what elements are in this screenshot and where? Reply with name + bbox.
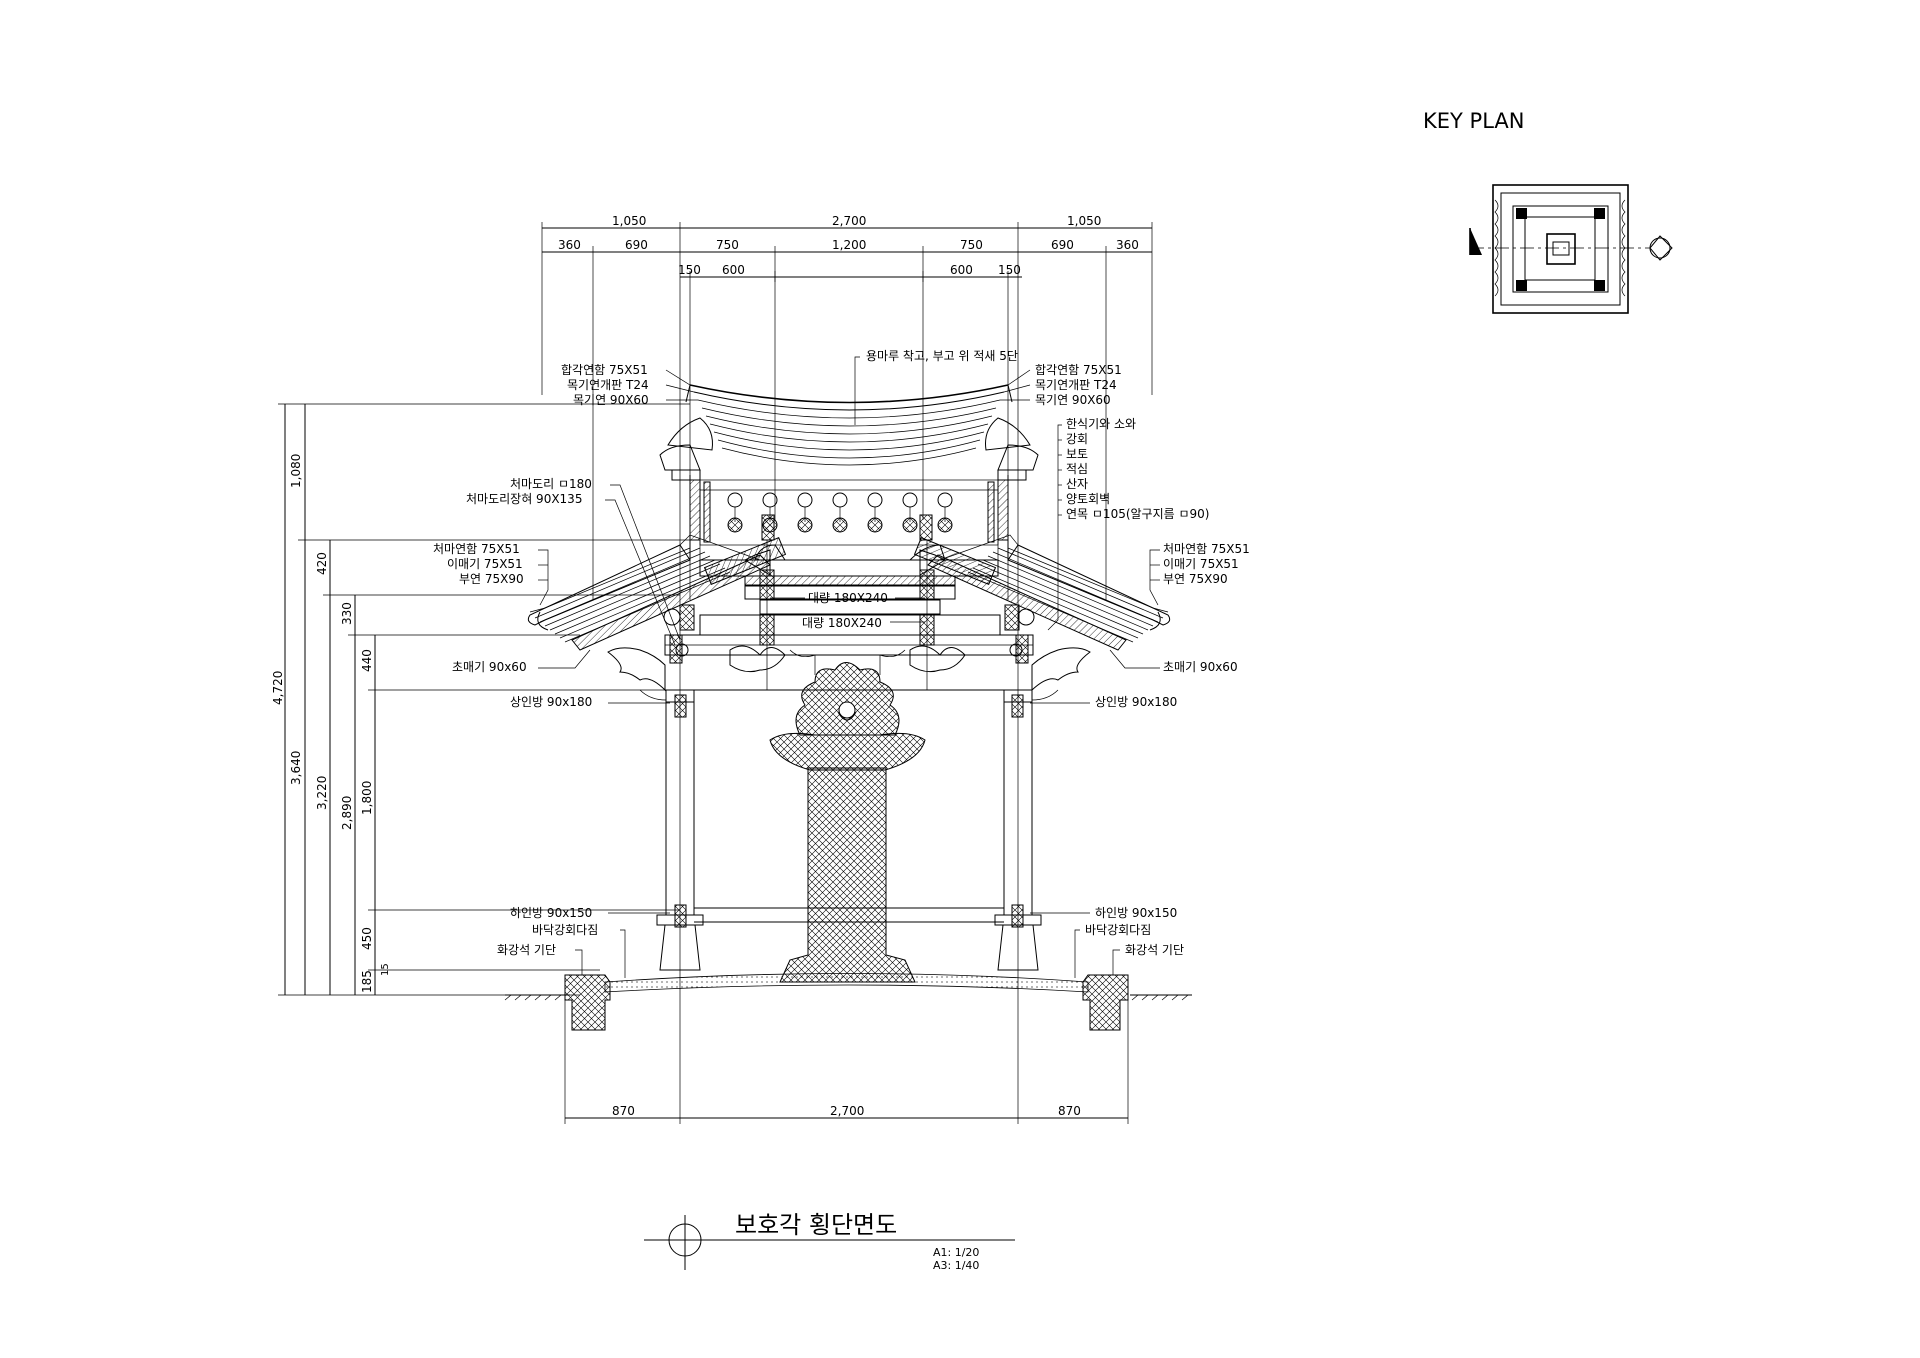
dim-left-3640: 3,640: [289, 751, 303, 785]
dim-top-750-right: 750: [960, 238, 983, 252]
dim-top-360-right: 360: [1116, 238, 1139, 252]
label-left-eave-3: 부연 75X90: [459, 572, 524, 586]
dim-top-600-right: 600: [950, 263, 973, 277]
dim-top-150-right: 150: [998, 263, 1021, 277]
label-layer-tile: 한식기와 소와: [1066, 417, 1136, 431]
label-right-eave-2: 이매기 75X51: [1163, 557, 1239, 571]
bell-monument: [769, 662, 926, 983]
label-left-eave-1: 처마연함 75X51: [433, 542, 520, 556]
dim-top-690-left: 690: [625, 238, 648, 252]
dim-left-450: 450: [360, 927, 374, 950]
label-right-base: 화강석 기단: [1125, 943, 1184, 957]
label-left-lower-tie: 하인방 90x150: [510, 906, 592, 920]
dim-top-360-left: 360: [558, 238, 581, 252]
annotations: 용마루 착고, 부고 위 적새 5단 합각연함 75X51 목기연개판 T24 …: [433, 349, 1250, 957]
dim-top-600-left: 600: [722, 263, 745, 277]
dim-left-1080: 1,080: [289, 454, 303, 488]
scale-a3: A3: 1/40: [933, 1259, 979, 1272]
label-left-bracket: 초매기 90x60: [452, 660, 527, 674]
key-plan: KEY PLAN: [1423, 109, 1673, 314]
dim-left-440: 440: [360, 649, 374, 672]
label-beam-upper: 대량 180X240: [808, 591, 888, 605]
label-right-upper-2: 목기연개판 T24: [1035, 378, 1117, 392]
label-layer-soil: 보토: [1066, 447, 1088, 461]
rafter-row: [699, 479, 999, 546]
label-layer-lath: 산자: [1066, 477, 1088, 491]
label-right-upper-3: 목기연 90X60: [1035, 393, 1111, 407]
dim-left-2890: 2,890: [340, 796, 354, 830]
dim-top-2700: 2,700: [832, 214, 866, 228]
dim-top-1200: 1,200: [832, 238, 866, 252]
dim-bottom-870-right: 870: [1058, 1104, 1081, 1118]
dim-bottom-2700: 2,700: [830, 1104, 864, 1118]
dim-left-3220: 3,220: [315, 776, 329, 810]
upper-roof: [659, 384, 1039, 541]
dim-bottom-870-left: 870: [612, 1104, 635, 1118]
label-right-eave-3: 부연 75X90: [1163, 572, 1228, 586]
label-layer-plaster: 양토회벽: [1066, 492, 1110, 506]
label-left-base: 화강석 기단: [497, 943, 556, 957]
label-right-bracket: 초매기 90x60: [1163, 660, 1238, 674]
dim-left-185: 185: [360, 970, 374, 993]
label-right-upper-tie: 상인방 90x180: [1095, 695, 1177, 709]
dim-top-1050-right: 1,050: [1067, 214, 1101, 228]
dim-top-690-right: 690: [1051, 238, 1074, 252]
label-left-eave-2: 이매기 75X51: [447, 557, 523, 571]
scale-a1: A1: 1/20: [933, 1246, 979, 1259]
dim-top-150-left: 150: [678, 263, 701, 277]
label-left-upper-2: 목기연개판 T24: [567, 378, 649, 392]
drawing-title: 보호각 횡단면도: [735, 1211, 897, 1239]
title-block: 보호각 횡단면도 A1: 1/20 A3: 1/40: [644, 1211, 1015, 1272]
dim-left-330: 330: [340, 602, 354, 625]
dim-top-750-left: 750: [716, 238, 739, 252]
ground-foundation: [504, 973, 1192, 1031]
dim-left-15: 15: [380, 963, 391, 976]
dim-left-1800: 1,800: [360, 781, 374, 815]
dim-left-4720: 4,720: [271, 671, 285, 705]
label-layer-rafter: 연목 ㅁ105(알구지름 ㅁ90): [1066, 507, 1210, 521]
left-dimensions: 4,720 1,080 3,640 420 3,220 330 2,890 44…: [271, 403, 690, 996]
dim-left-420: 420: [315, 552, 329, 575]
label-right-floor: 바닥강회다짐: [1085, 923, 1151, 937]
leader-lines: [538, 356, 1160, 978]
label-right-lower-tie: 하인방 90x150: [1095, 906, 1177, 920]
bottom-dimensions: 870 2,700 870: [564, 1000, 1129, 1124]
label-eave-purlin: 처마도리 ㅁ180: [510, 477, 592, 491]
top-dimensions: 1,050 2,700 1,050 360 690 750 1,200 750 …: [541, 214, 1153, 1000]
label-left-upper-1: 합각연함 75X51: [561, 363, 648, 377]
label-right-upper-1: 합각연함 75X51: [1035, 363, 1122, 377]
label-eave-purlin-support: 처마도리장혀 90X135: [466, 492, 582, 506]
key-plan-title: KEY PLAN: [1423, 109, 1524, 133]
label-left-floor: 바닥강회다짐: [532, 923, 598, 937]
label-layer-fill: 적심: [1066, 462, 1088, 476]
label-layer-lime: 강회: [1066, 432, 1088, 446]
dim-top-1050-left: 1,050: [612, 214, 646, 228]
label-left-upper-tie: 상인방 90x180: [510, 695, 592, 709]
label-ridge: 용마루 착고, 부고 위 적새 5단: [866, 349, 1018, 363]
label-beam-lower: 대량 180X240: [802, 616, 882, 630]
frame-beams: [663, 475, 1035, 690]
eaves: [527, 534, 1171, 651]
label-right-eave-1: 처마연함 75X51: [1163, 542, 1250, 556]
label-left-upper-3: 목기연 90X60: [573, 393, 649, 407]
